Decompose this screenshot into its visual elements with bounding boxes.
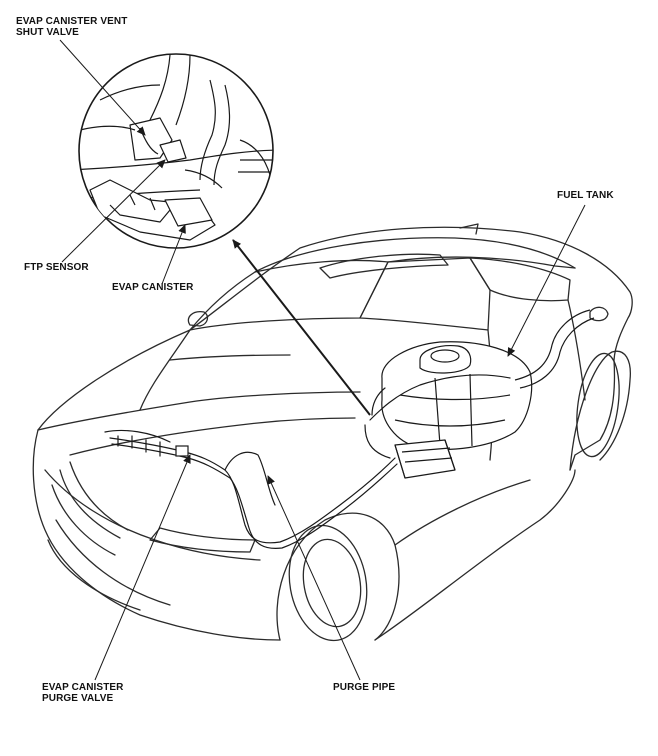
zoom-callout-arrow — [232, 239, 371, 416]
label-vent-shut-valve-line1: EVAP CANISTER VENT — [16, 16, 128, 27]
detail-zoom-view — [78, 53, 274, 249]
label-evap-canister-text: EVAP CANISTER — [112, 282, 194, 293]
car-outline — [32, 223, 633, 642]
label-evap-canister: EVAP CANISTER — [112, 282, 194, 293]
label-ftp-sensor: FTP SENSOR — [24, 262, 89, 273]
label-fuel-tank: FUEL TANK — [557, 190, 614, 201]
label-purge-valve-line2: PURGE VALVE — [42, 693, 114, 704]
fuel-tank — [381, 309, 595, 479]
label-purge-pipe-text: PURGE PIPE — [333, 682, 396, 693]
label-purge-pipe: PURGE PIPE — [333, 682, 395, 693]
label-purge-valve-line1: EVAP CANISTER — [42, 682, 124, 693]
label-vent-shut-valve-line2: SHUT VALVE — [16, 27, 79, 38]
label-fuel-tank-text: FUEL TANK — [557, 190, 614, 201]
label-vent-shut-valve: EVAP CANISTER VENT SHUT VALVE — [16, 16, 127, 38]
label-purge-valve: EVAP CANISTER PURGE VALVE — [42, 682, 124, 704]
label-ftp-sensor-text: FTP SENSOR — [24, 262, 89, 273]
leader-lines — [59, 39, 586, 681]
